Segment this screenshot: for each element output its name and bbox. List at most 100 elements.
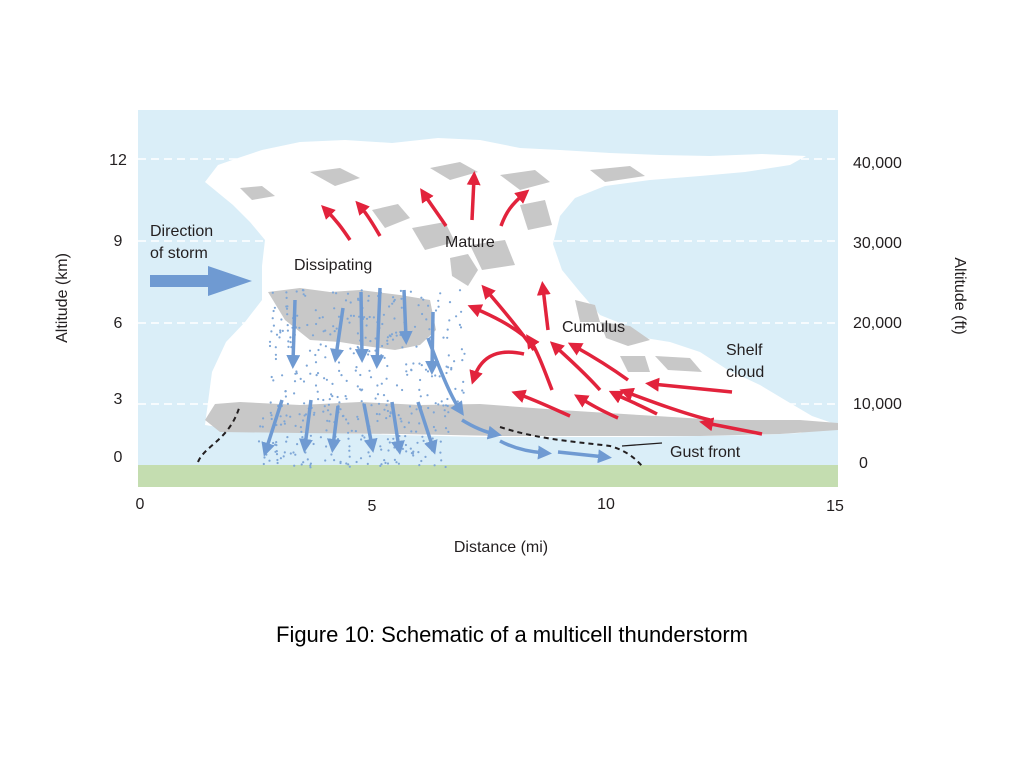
precip-dot [458, 323, 461, 326]
precip-dot [392, 300, 395, 303]
precip-dot [438, 375, 441, 378]
precip-dot [314, 361, 318, 364]
precip-dot [347, 463, 350, 466]
precip-dot [357, 298, 360, 301]
precip-dot [322, 410, 325, 413]
precip-dot [293, 380, 297, 383]
precip-dot [274, 346, 277, 349]
x-tick-label: 15 [826, 498, 844, 515]
precip-dot [295, 370, 298, 373]
precip-dot [338, 369, 341, 372]
precip-dot [447, 411, 450, 414]
precip-dot [405, 450, 408, 453]
precip-dot [303, 402, 306, 405]
precip-dot [376, 393, 380, 396]
updraft-arrow [645, 377, 733, 394]
precip-dot [296, 443, 299, 446]
left-tick-label: 9 [114, 233, 123, 250]
precip-dot [321, 316, 324, 319]
precip-dot [424, 455, 427, 458]
precip-dot [404, 443, 407, 447]
downdraft-arrow [425, 311, 440, 375]
right-tick-label: 0 [859, 455, 868, 472]
precip-dot [399, 417, 402, 420]
precip-dot [344, 395, 347, 398]
precip-dot [446, 328, 449, 331]
precip-dot [326, 409, 330, 412]
precip-dot [275, 453, 279, 456]
precip-dot [430, 375, 434, 378]
precip-dot [286, 324, 289, 327]
precip-dot [284, 395, 287, 398]
precip-dot [270, 414, 273, 417]
precip-dot [350, 429, 353, 432]
updrafts [321, 171, 763, 436]
precip-dot [399, 289, 402, 292]
precip-dot [415, 408, 418, 411]
precip-dot [329, 333, 332, 336]
precip-dot [283, 451, 286, 454]
precip-dot [397, 414, 400, 417]
precip-dot [433, 464, 436, 467]
precip-dot [391, 302, 394, 305]
precip-dot [360, 289, 363, 292]
precip-dot [393, 317, 396, 320]
precip-dot [379, 445, 382, 448]
precip-dot [316, 390, 319, 393]
downdraft-arrow [390, 401, 405, 455]
precip-dot [335, 327, 338, 330]
precip-dot [325, 445, 328, 448]
updraft-arrow [536, 281, 551, 331]
precip-dot [368, 369, 371, 372]
right-axis-title: Altitude (ft) [951, 257, 968, 334]
precip-dot [348, 445, 351, 448]
precip-dot [396, 448, 399, 451]
precip-dot [279, 423, 283, 426]
precip-dot [427, 304, 430, 307]
precip-dot [446, 397, 449, 401]
right-tick-label: 10,000 [853, 396, 902, 413]
precip-dot [434, 309, 438, 312]
x-tick-label: 10 [597, 496, 615, 513]
x-tick-label: 0 [136, 496, 145, 513]
precip-dot [331, 291, 335, 294]
precip-dot [439, 292, 442, 295]
precip-dot [379, 464, 382, 467]
precip-dot [453, 360, 456, 363]
precip-dot [363, 316, 366, 319]
precip-dot [286, 313, 289, 316]
precip-dot [383, 408, 386, 411]
gust-front-boundaries [197, 404, 643, 467]
precip-dot [460, 348, 463, 351]
precip-dot [306, 458, 309, 461]
precip-dot [434, 374, 437, 377]
precip-dot [380, 463, 383, 466]
precip-dot [437, 299, 440, 302]
precip-dot [313, 411, 316, 414]
precip-dot [319, 436, 322, 439]
precip-dot [259, 425, 262, 428]
precip-dot [422, 298, 425, 301]
precip-dot [395, 461, 398, 464]
precip-dot [347, 422, 350, 425]
precip-dot [442, 404, 445, 407]
precip-dot [424, 368, 428, 371]
precip-dot [268, 344, 272, 348]
right-tick-label: 30,000 [853, 235, 902, 252]
precip-dot [324, 356, 327, 359]
precip-dot [354, 430, 357, 433]
precip-dot [420, 364, 423, 367]
precip-dot [319, 343, 322, 346]
precip-dot [279, 329, 282, 332]
precip-dot [289, 452, 292, 455]
precip-dot [411, 452, 414, 455]
precip-dot [432, 425, 435, 429]
precip-dot [401, 388, 404, 392]
precip-dot [415, 430, 418, 433]
precip-dot [336, 438, 340, 441]
updraft-arrow [321, 205, 352, 241]
precip-dot [300, 430, 303, 433]
precip-dot [461, 389, 464, 392]
downdraft-arrow [557, 449, 612, 464]
precip-dot [408, 405, 412, 408]
